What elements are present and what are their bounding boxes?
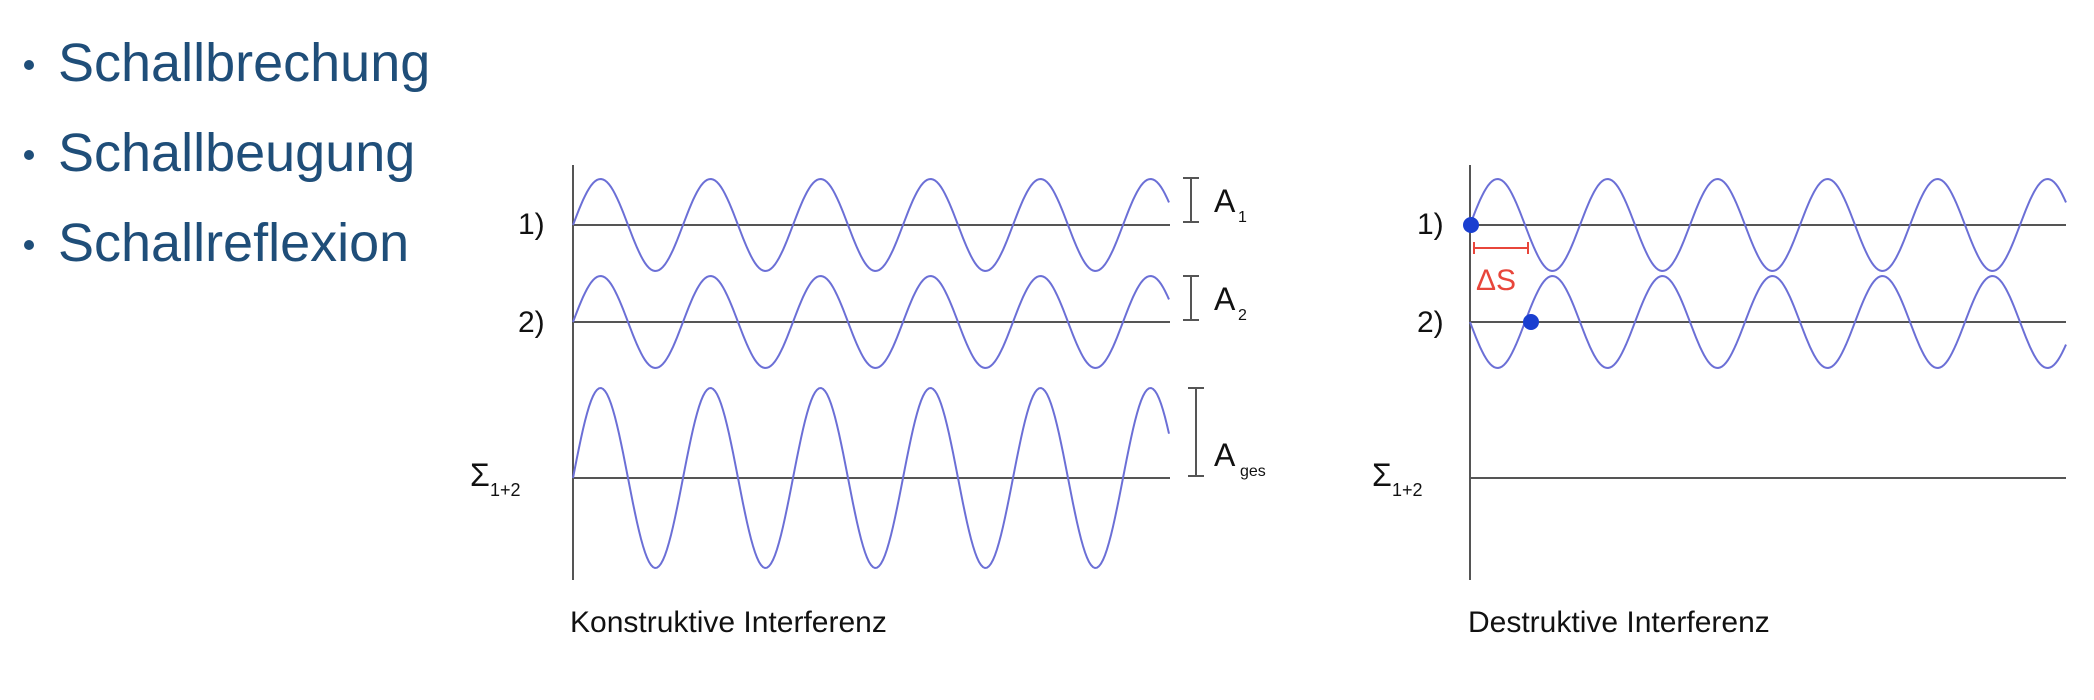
amplitude-bracket-a2 bbox=[1183, 275, 1199, 321]
amplitude-a1-subscript: 1 bbox=[1238, 209, 1247, 226]
constructive-row2-label: 2) bbox=[518, 306, 545, 339]
bullet-icon bbox=[24, 150, 34, 160]
delta-s-bracket bbox=[1473, 242, 1529, 254]
destructive-wave-2 bbox=[1469, 274, 2067, 370]
bullet-text: Schallreflexion bbox=[58, 213, 410, 273]
delta-s-label: ΔS bbox=[1476, 264, 1516, 297]
amplitude-a2-label: A bbox=[1214, 281, 1236, 317]
destructive-row1-label: 1) bbox=[1417, 208, 1444, 241]
topic-list: Schallbrechung Schallbeugung Schallrefle… bbox=[24, 18, 430, 288]
destructive-caption: Destruktive Interferenz bbox=[1468, 606, 1770, 639]
constructive-wave-1 bbox=[572, 177, 1170, 273]
amplitude-ages-subscript: ges bbox=[1240, 463, 1266, 480]
destructive-row2-label: 2) bbox=[1417, 306, 1444, 339]
amplitude-bracket-a1 bbox=[1183, 177, 1199, 223]
amplitude-a2-subscript: 2 bbox=[1238, 307, 1247, 324]
constructive-wave-2 bbox=[572, 274, 1170, 370]
phase-marker-1 bbox=[1463, 217, 1479, 233]
phase-marker-2 bbox=[1523, 314, 1539, 330]
amplitude-ages-label: A bbox=[1214, 437, 1236, 473]
bullet-icon bbox=[24, 240, 34, 250]
list-item: Schallbrechung bbox=[24, 18, 430, 108]
constructive-sum-symbol: Σ bbox=[470, 457, 490, 493]
constructive-sum-subscript: 1+2 bbox=[490, 480, 521, 500]
destructive-wave-1 bbox=[1469, 177, 2067, 273]
list-item: Schallreflexion bbox=[24, 198, 430, 288]
constructive-panel: 1) 2) Σ 1+2 A 1 A 2 A ges Konstruktive I… bbox=[470, 165, 1266, 639]
amplitude-a1-label: A bbox=[1214, 183, 1236, 219]
bullet-text: Schallbrechung bbox=[58, 33, 431, 93]
constructive-row1-label: 1) bbox=[518, 208, 545, 241]
constructive-caption: Konstruktive Interferenz bbox=[570, 606, 887, 639]
bullet-text: Schallbeugung bbox=[58, 123, 416, 183]
destructive-sum-symbol: Σ bbox=[1372, 457, 1392, 493]
bullet-icon bbox=[24, 60, 34, 70]
destructive-panel: ΔS 1) 2) Σ 1+2 Destruktive Interferenz bbox=[1372, 165, 2067, 639]
constructive-wave-sum bbox=[572, 386, 1170, 570]
destructive-sum-subscript: 1+2 bbox=[1392, 480, 1423, 500]
amplitude-bracket-ages bbox=[1188, 387, 1204, 477]
list-item: Schallbeugung bbox=[24, 108, 430, 198]
